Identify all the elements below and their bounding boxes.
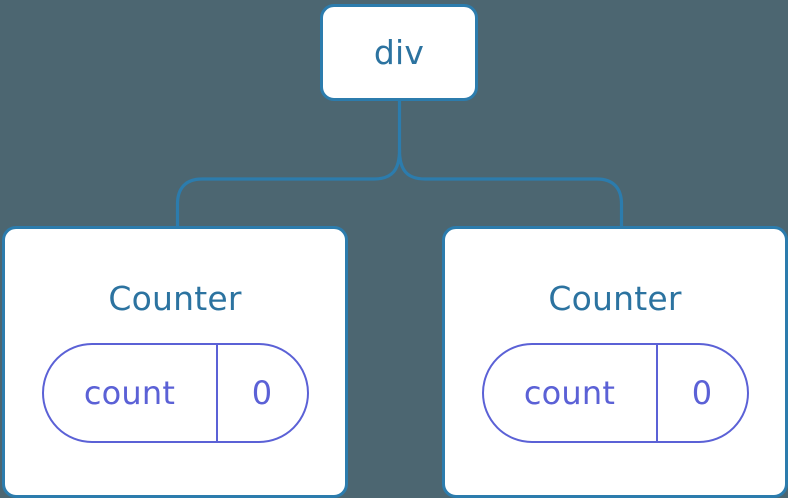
state-pill-left[interactable]: count 0 — [41, 343, 309, 443]
state-pill-left-value-cell: 0 — [218, 345, 307, 441]
state-pill-right-key: count — [523, 374, 616, 412]
node-counter-left[interactable]: Counter count 0 — [2, 226, 348, 498]
node-div-label: div — [373, 33, 425, 72]
state-pill-right-value: 0 — [691, 374, 713, 412]
node-div[interactable]: div — [320, 4, 478, 101]
connector-branch-right — [397, 149, 624, 228]
connector-branch-left — [175, 149, 402, 228]
state-pill-left-key-cell: count — [44, 345, 218, 441]
node-counter-right-title: Counter — [548, 279, 682, 318]
state-pill-right-key-cell: count — [484, 345, 658, 441]
state-pill-left-value: 0 — [251, 374, 273, 412]
node-counter-left-title: Counter — [108, 279, 242, 318]
state-pill-left-key: count — [83, 374, 176, 412]
node-counter-left-content: Counter count 0 — [5, 229, 345, 495]
node-counter-right-content: Counter count 0 — [445, 229, 785, 495]
node-counter-right[interactable]: Counter count 0 — [442, 226, 788, 498]
state-pill-right-value-cell: 0 — [658, 345, 747, 441]
state-pill-right[interactable]: count 0 — [481, 343, 749, 443]
